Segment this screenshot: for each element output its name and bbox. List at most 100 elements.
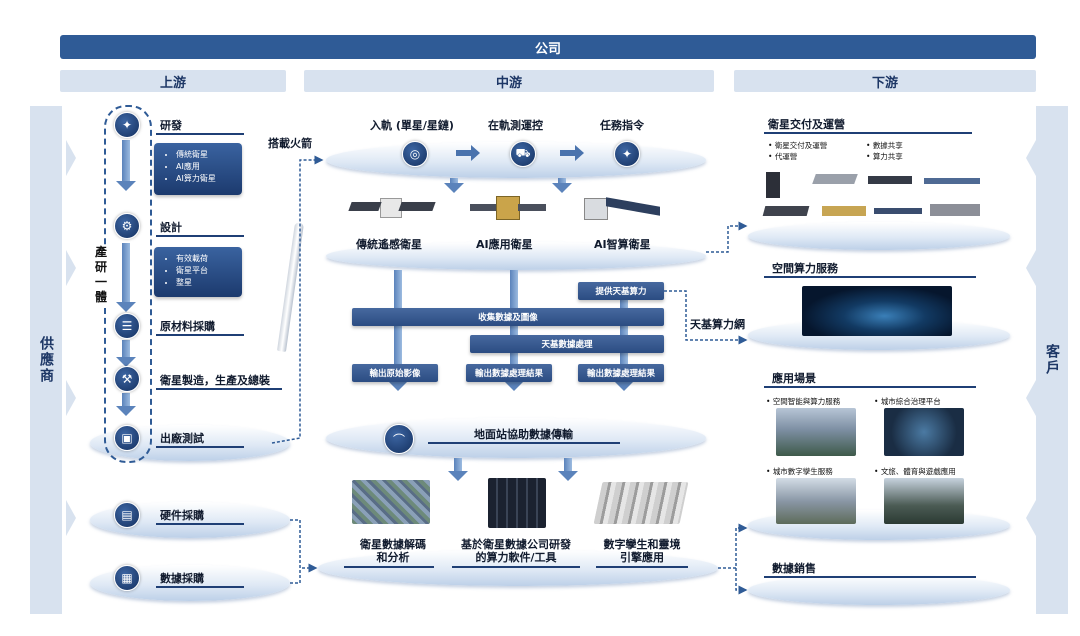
down-arrow <box>116 340 136 367</box>
scene-image <box>884 408 964 456</box>
rnd-item: 傳統衛星 <box>176 149 242 161</box>
scene-label: • 文旅、體育與遊戲應用 <box>874 467 956 476</box>
output-platform <box>318 550 718 586</box>
design-label: 設計 <box>160 221 182 234</box>
down-arrow <box>116 140 136 191</box>
delivery-item: • 衛星交付及運營 <box>768 141 828 150</box>
output-result-bar: 輸出數據處理結果 <box>466 364 552 382</box>
scene-text: 城市數字孿生服務 <box>772 467 833 476</box>
down-arrow <box>116 243 136 312</box>
map-icon: ▦ <box>114 565 140 591</box>
on-orbit-control-label: 在軌測運控 <box>488 119 543 132</box>
data-purchase-label: 數據採購 <box>160 572 204 585</box>
provide-compute-bar: 提供天基算力 <box>578 282 664 300</box>
orbit-icon: ◎ <box>402 141 428 167</box>
delivery-item: • 數據共享 <box>866 141 903 150</box>
down-arrow <box>504 270 524 391</box>
delivery-item-text: 衛星交付及運營 <box>774 141 828 150</box>
divider <box>764 276 976 278</box>
divider <box>428 442 620 444</box>
satellite-platform <box>326 242 706 270</box>
hardware-label: 硬件採購 <box>160 509 204 522</box>
down-arrow <box>388 270 408 391</box>
collect-data-bar: 收集數據及圖像 <box>352 308 664 326</box>
scene-text: 文旅、體育與遊戲應用 <box>880 467 956 476</box>
satellite-map-image <box>352 480 430 524</box>
down-arrow <box>552 178 572 193</box>
down-arrow <box>448 458 468 481</box>
materials-label: 原材料採購 <box>160 320 215 333</box>
divider <box>156 523 244 525</box>
divider <box>156 133 244 135</box>
divider <box>156 235 244 237</box>
delivery-item: • 代運營 <box>768 152 798 161</box>
divider <box>344 566 434 568</box>
ground-station-label: 地面站協助數據傳輸 <box>474 428 573 441</box>
chevron-left-icon <box>1026 500 1036 536</box>
compute-service-title: 空間算力服務 <box>772 262 838 275</box>
satellite-icon: ✦ <box>614 141 640 167</box>
chevron-left-icon <box>1026 140 1036 176</box>
rnd-label: 研發 <box>160 119 182 132</box>
satellite-gallery <box>762 168 982 226</box>
design-item: 衛星平台 <box>176 265 242 277</box>
ai-application-satellite-image <box>470 192 546 222</box>
design-item: 整星 <box>176 277 242 289</box>
suppliers-label: 供應商 <box>38 336 54 384</box>
down-arrow <box>558 458 578 481</box>
satellite-icon: ✦ <box>114 112 140 138</box>
list-icon: ☰ <box>114 313 140 339</box>
chevron-right-icon <box>66 250 76 286</box>
chevron-left-icon <box>1026 250 1036 286</box>
design-box: 有效載荷衛星平台整星 <box>154 247 242 297</box>
orbit-entry-label: 入軌 (單星/星鏈) <box>370 119 454 132</box>
divider <box>596 566 688 568</box>
right-arrow <box>560 145 584 161</box>
truck-icon: ⛟ <box>510 141 536 167</box>
chevron-right-icon <box>66 140 76 176</box>
compute-network-label: 天基算力網 <box>690 318 745 331</box>
delivery-item-text: 算力共享 <box>872 152 903 161</box>
scene-image <box>776 408 856 456</box>
scene-label: • 城市綜合治理平台 <box>874 397 941 406</box>
integration-label: 產研一體 <box>95 245 109 305</box>
earth-network-image <box>802 286 952 336</box>
divider <box>764 386 976 388</box>
dish-icon: ⌒ <box>384 424 414 454</box>
ai-compute-satellite-image <box>580 192 662 224</box>
downstream-header: 下游 <box>734 70 1036 92</box>
delivery-item-text: 數據共享 <box>872 141 903 150</box>
output-label: 基於衛星數據公司研發 的算力軟件/工具 <box>461 538 571 564</box>
server-icon: ▤ <box>114 502 140 528</box>
divider <box>156 586 244 588</box>
upstream-header: 上游 <box>60 70 286 92</box>
down-arrow <box>116 393 136 416</box>
divider <box>156 446 244 448</box>
suppliers-panel: 供應商 <box>30 106 62 614</box>
scene-text: 空間智能與算力服務 <box>772 397 841 406</box>
design-item: 有效載荷 <box>176 253 242 265</box>
delivery-item-text: 代運營 <box>774 152 798 161</box>
test-icon: ▣ <box>114 425 140 451</box>
remote-sensing-satellite-image <box>348 192 436 222</box>
divider <box>156 334 244 336</box>
server-rack-image <box>488 478 546 528</box>
scene-text: 城市綜合治理平台 <box>880 397 941 406</box>
satellite-name: 傳統遙感衛星 <box>356 238 422 251</box>
rnd-box: 傳統衛星AI應用AI算力衛星 <box>154 143 242 195</box>
rocket-icon <box>276 222 305 352</box>
rnd-item: AI應用 <box>176 161 242 173</box>
satellite-name: AI應用衛星 <box>476 238 533 251</box>
midstream-header: 中游 <box>304 70 714 92</box>
data-sales-platform <box>748 575 1010 605</box>
digital-twin-city-image <box>593 482 689 524</box>
testing-label: 出廠測試 <box>160 432 204 445</box>
customers-panel: 客戶 <box>1036 106 1068 614</box>
gear-icon: ⚙ <box>114 213 140 239</box>
data-sales-title: 數據銷售 <box>772 562 816 575</box>
scene-label: • 空間智能與算力服務 <box>766 397 841 406</box>
chevron-left-icon <box>1026 380 1036 416</box>
divider <box>156 388 282 390</box>
output-raw-bar: 輸出原始影像 <box>352 364 438 382</box>
output-label: 衛星數據解碼 和分析 <box>360 538 426 564</box>
